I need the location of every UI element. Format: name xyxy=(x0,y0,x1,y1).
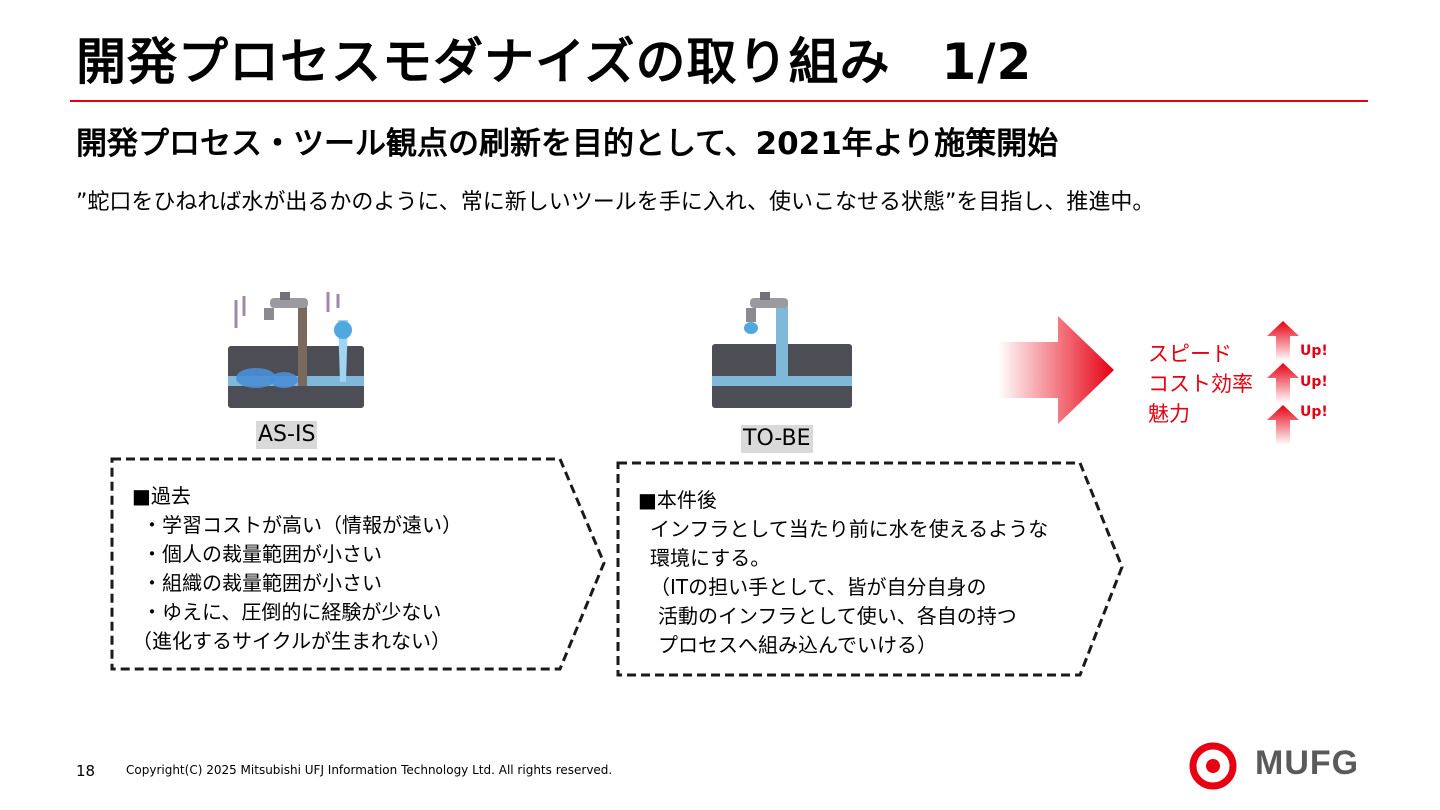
up-arrow-icon xyxy=(1267,405,1299,445)
to-be-line: （ITの担い手として、皆が自分自身の xyxy=(650,575,987,599)
to-be-line: 活動のインフラとして使い、各自の持つ xyxy=(658,604,1017,628)
as-is-box xyxy=(110,457,606,671)
leaky-pipe-illustration xyxy=(228,292,364,408)
as-is-heading: ■過去 xyxy=(132,484,191,508)
to-be-line: 環境にする。 xyxy=(650,546,771,570)
as-is-line: ・個人の裁量範囲が小さい xyxy=(142,542,382,566)
to-be-line: プロセスへ組み込んでいける） xyxy=(658,633,937,657)
up-arrow-icon xyxy=(1267,363,1299,403)
as-is-line: （進化するサイクルが生まれない） xyxy=(132,629,451,653)
metric-appeal: 魅力 xyxy=(1148,402,1190,426)
metric-speed: スピード xyxy=(1148,342,1232,366)
to-be-box xyxy=(616,461,1124,677)
as-is-line: ・学習コストが高い（情報が遠い） xyxy=(142,513,462,537)
as-is-line: ・ゆえに、圧倒的に経験が少ない xyxy=(142,600,442,624)
speed-up-badge: Up! xyxy=(1300,343,1328,359)
metric-cost-efficiency: コスト効率 xyxy=(1148,372,1253,396)
copyright-text: Copyright(C) 2025 Mitsubishi UFJ Informa… xyxy=(126,763,613,777)
page-subtitle: 開発プロセス・ツール観点の刷新を目的として、2021年より施策開始 xyxy=(76,126,1059,162)
to-be-line: インフラとして当たり前に水を使えるような xyxy=(650,517,1049,541)
as-is-label: AS-IS xyxy=(256,421,318,449)
lead-text: ”蛇口をひねれば水が出るかのように、常に新しいツールを手に入れ、使いこなせる状態… xyxy=(76,190,1155,215)
to-be-content: ■本件後インフラとして当たり前に水を使えるような環境にする。 （ITの担い手として… xyxy=(638,486,1048,660)
page-number: 18 xyxy=(76,762,96,780)
page-title: 開発プロセスモダナイズの取り組み 1/2 xyxy=(76,33,1033,91)
title-divider xyxy=(70,100,1368,102)
appeal-up-badge: Up! xyxy=(1300,404,1328,420)
as-is-line: ・組織の裁量範囲が小さい xyxy=(142,571,382,595)
clean-pipe-illustration xyxy=(712,292,852,408)
right-arrow-icon xyxy=(998,316,1114,424)
to-be-label: TO-BE xyxy=(741,425,813,453)
to-be-heading: ■本件後 xyxy=(638,488,717,512)
mufg-logo-icon xyxy=(1189,742,1237,790)
up-arrow-icon xyxy=(1267,321,1299,361)
cost-up-badge: Up! xyxy=(1300,374,1328,390)
mufg-logo-text: MUFG xyxy=(1255,744,1360,782)
as-is-content: ■過去・学習コストが高い（情報が遠い） ・個人の裁量範囲が小さい・組織の裁量範囲が… xyxy=(132,482,462,656)
